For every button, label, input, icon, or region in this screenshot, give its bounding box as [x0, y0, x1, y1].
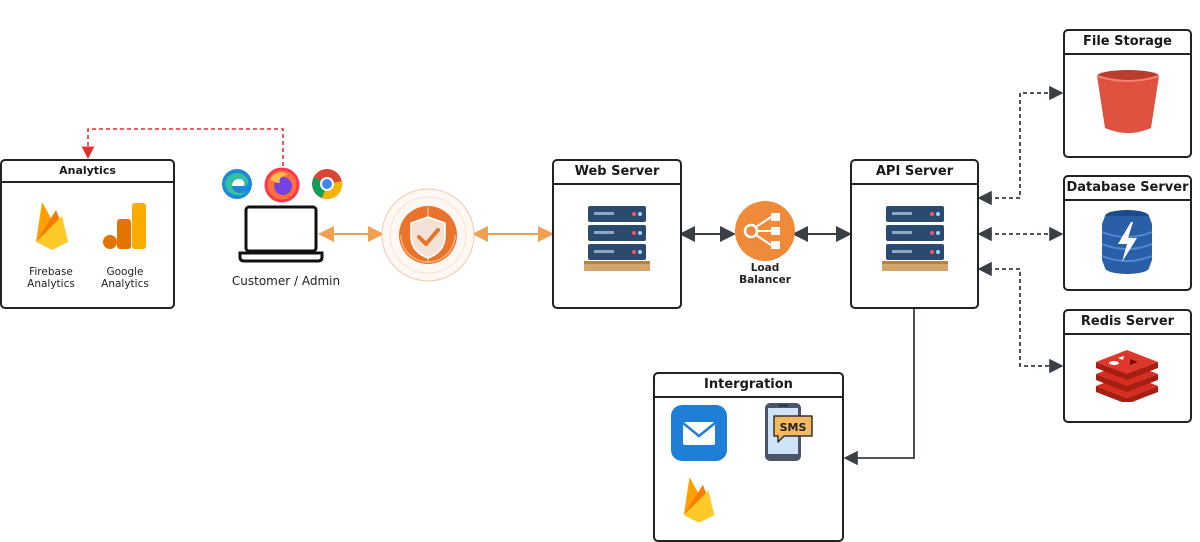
- api-filestorage-connector: [977, 85, 1064, 206]
- api-integration-connector: [843, 309, 915, 466]
- firebase-analytics-label-line1: Firebase: [29, 266, 73, 278]
- bucket-icon: [1096, 70, 1160, 133]
- redis-icon: [1096, 350, 1158, 402]
- web-server-title: Web Server: [554, 161, 680, 185]
- shield-check-icon: [381, 188, 475, 282]
- client-label: Customer / Admin: [231, 274, 341, 288]
- file-storage-title: File Storage: [1065, 31, 1190, 55]
- integration-title: Intergration: [655, 374, 842, 398]
- server-rack-icon: [882, 206, 948, 271]
- sms-text: SMS: [780, 421, 807, 434]
- laptop-icon: [238, 205, 324, 263]
- firefox-icon: [264, 167, 300, 203]
- database-server-title: Database Server: [1065, 177, 1190, 201]
- firebase-icon: [683, 477, 715, 523]
- api-server-title: API Server: [852, 161, 977, 185]
- sms-phone-icon: SMS: [765, 403, 813, 461]
- mail-icon: [671, 405, 727, 461]
- analytics-title: Analytics: [2, 161, 173, 183]
- load-balancer-label-line2: Balancer: [739, 274, 791, 286]
- load-balancer-label: Load Balancer: [730, 262, 800, 286]
- edge-icon: [222, 169, 252, 199]
- load-balancer-icon: [735, 201, 795, 261]
- firebase-analytics-label-line2: Analytics: [27, 278, 75, 290]
- redis-server-title: Redis Server: [1065, 311, 1190, 335]
- chrome-icon: [312, 169, 343, 199]
- api-redis-connector: [977, 261, 1064, 374]
- google-analytics-label-line2: Analytics: [101, 278, 149, 290]
- google-analytics-icon: [103, 203, 146, 249]
- google-analytics-label: Google Analytics: [94, 266, 156, 290]
- dynamodb-icon: [1101, 210, 1153, 274]
- google-analytics-label-line1: Google: [106, 266, 144, 278]
- firebase-analytics-icon: [36, 202, 68, 250]
- server-rack-icon: [584, 206, 650, 271]
- analytics-tracking-connector: [81, 128, 284, 173]
- firebase-analytics-label: Firebase Analytics: [20, 266, 82, 290]
- load-balancer-label-line1: Load: [750, 262, 780, 274]
- file-storage-box: File Storage: [1063, 29, 1192, 158]
